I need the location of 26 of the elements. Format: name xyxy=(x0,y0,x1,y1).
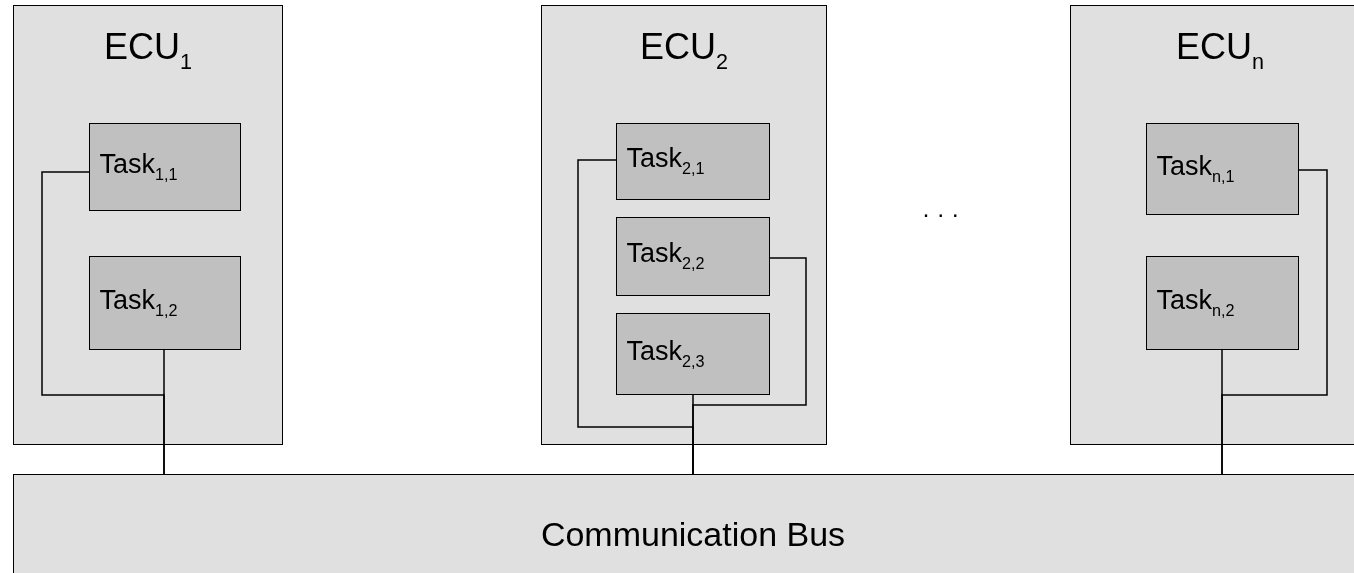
connector-line xyxy=(1221,349,1223,475)
ecu-box xyxy=(1070,5,1354,445)
ecu-box xyxy=(13,5,283,445)
ecu-title: ECU$_{2}$ xyxy=(639,26,729,75)
task-label: Task$_{1,2}$ xyxy=(99,284,178,321)
task-label: Task$_{2,3}$ xyxy=(626,335,705,372)
connector-line xyxy=(163,349,165,475)
task-label: Task$_{2,2}$ xyxy=(626,238,705,274)
ecu-title: ECU$_{1}$ xyxy=(103,26,193,75)
task-box xyxy=(1145,122,1299,215)
task-box xyxy=(1145,255,1299,350)
task-label: Task$_{n,1}$ xyxy=(1156,150,1235,187)
task-box xyxy=(615,312,770,395)
task-label: Task$_{1,1}$ xyxy=(99,148,178,185)
ecu-box xyxy=(541,5,827,445)
ellipsis: · · · xyxy=(922,200,960,228)
bus-bar xyxy=(13,474,1354,573)
connector-line xyxy=(692,394,694,475)
task-box xyxy=(88,255,241,350)
task-box xyxy=(88,122,241,211)
task-label: Task$_{2,1}$ xyxy=(626,143,705,179)
task-box xyxy=(615,122,770,200)
ecu-title: ECU$_{n}$ xyxy=(1175,26,1265,75)
bus-label: Communication Bus xyxy=(540,514,846,554)
task-box xyxy=(615,216,770,296)
task-label: Task$_{n,2}$ xyxy=(1156,284,1235,321)
